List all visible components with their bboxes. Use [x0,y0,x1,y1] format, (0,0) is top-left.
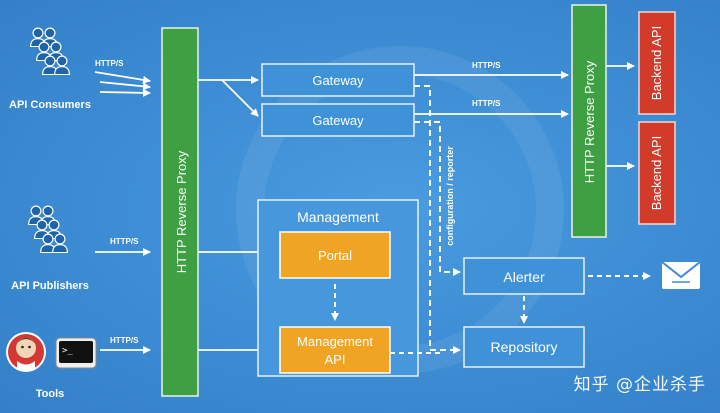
portal-box [279,231,391,279]
watermark: 知乎 @企业杀手 [573,375,706,395]
api-publishers-icon [28,205,68,253]
management-api-box [279,326,391,374]
protocol-label-publishers: HTTP/S [110,237,139,246]
alerter-box [463,257,585,295]
backend-api-1-label: Backend API [649,26,664,100]
api-publishers-label: API Publishers [11,280,89,292]
alerter-label: Alerter [503,269,545,285]
management-title: Management [297,209,379,225]
jenkins-icon [6,332,46,372]
left-proxy-label: HTTP Reverse Proxy [174,150,189,273]
gateway-2-label: Gateway [312,113,364,128]
config-reporter-label: configuration / reporter [445,146,455,246]
left-reverse-proxy [161,27,199,397]
right-proxy-label: HTTP Reverse Proxy [582,60,597,183]
portal-label: Portal [318,248,352,263]
backend-api-2 [638,121,676,225]
gateway-1 [261,63,415,97]
management-api-label-line2: API [325,352,346,367]
terminal-icon: >_ [55,337,97,369]
protocol-label-tools: HTTP/S [110,336,139,345]
right-reverse-proxy [571,4,607,238]
repository-box [463,326,585,368]
management-api-label-line1: Management [297,334,373,349]
api-consumers-icon [30,27,70,75]
gateway-2 [261,103,415,137]
protocol-label-gw2: HTTP/S [472,99,501,108]
protocol-label-consumers: HTTP/S [95,59,124,68]
protocol-label-gw1: HTTP/S [472,61,501,70]
backend-api-1 [638,11,676,115]
backend-api-2-label: Backend API [649,136,664,210]
gateway-1-label: Gateway [312,73,364,88]
repository-label: Repository [491,339,558,355]
tools-label: Tools [36,388,65,400]
svg-text:>_: >_ [62,346,73,356]
api-consumers-label: API Consumers [9,99,91,111]
email-icon [661,261,701,289]
